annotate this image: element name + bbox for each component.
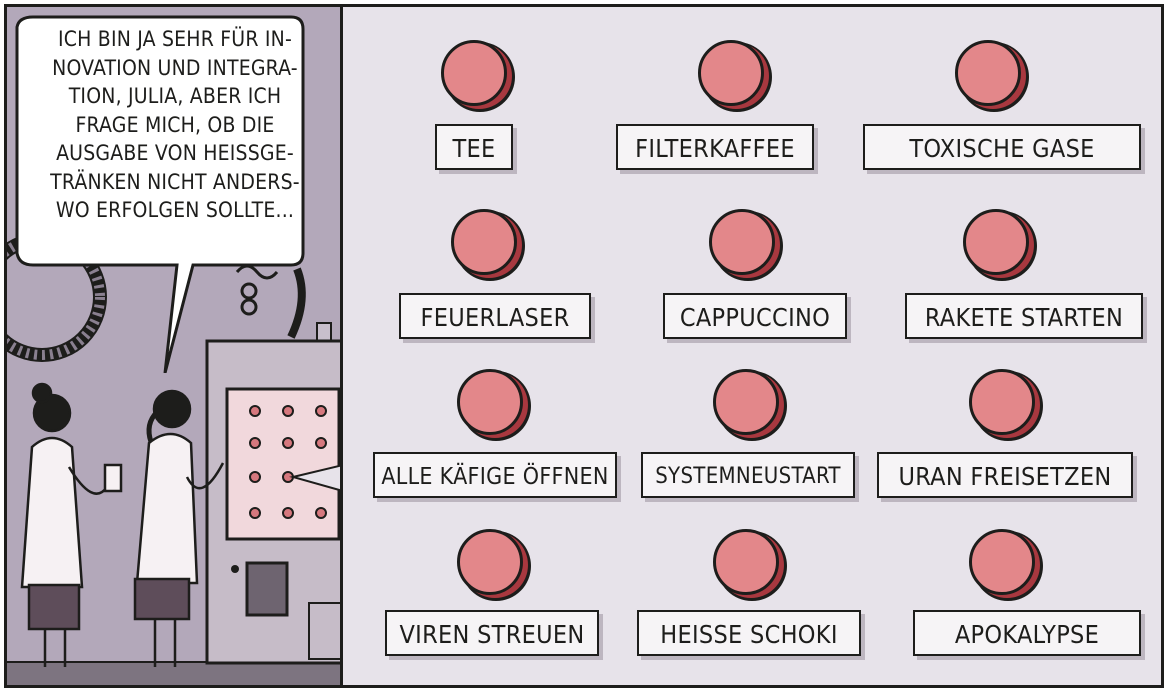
red-button-filterkaffee[interactable] (698, 40, 764, 106)
button-label-apokalypse: APOKALYPSE (913, 610, 1141, 656)
red-button-tee[interactable] (441, 40, 507, 106)
button-label-viren-streuen: VIREN STREUEN (385, 610, 599, 656)
button-label-feuerlaser: FEUERLASER (399, 293, 591, 339)
button-label-heisse-schoki: HEISSE SCHOKI (637, 610, 861, 656)
speech-bubble (15, 15, 305, 373)
red-button-toxische-gase[interactable] (955, 40, 1021, 106)
red-button-heisse-schoki[interactable] (713, 529, 779, 595)
button-label-uran-freisetzen: URAN FREISETZEN (877, 452, 1133, 498)
button-label-tee: TEE (435, 124, 513, 170)
button-label-systemneustart: SYSTEMNEUSTART (641, 452, 855, 498)
lab-illustration (7, 232, 340, 685)
scientist-left (20, 382, 123, 667)
red-button-rakete-starten[interactable] (963, 209, 1029, 275)
button-label-filterkaffee: FILTERKAFFEE (616, 124, 814, 170)
button-label-alle-kaefige-oeffnen: ALLE KÄFIGE ÖFFNEN (373, 452, 617, 498)
scientist-right (133, 389, 225, 667)
red-button-cappuccino[interactable] (709, 209, 775, 275)
button-label-rakete-starten: RAKETE STARTEN (905, 293, 1143, 339)
control-panel: TEE FILTERKAFFEE TOXISCHE GASE FEUERLASE… (343, 7, 1161, 685)
red-button-systemneustart[interactable] (713, 369, 779, 435)
red-button-apokalypse[interactable] (969, 529, 1035, 595)
red-button-feuerlaser[interactable] (451, 209, 517, 275)
button-label-toxische-gase: TOXISCHE GASE (863, 124, 1141, 170)
speech-bubble-text: ICH BIN JA SEHR FÜR IN- NOVATION UND INT… (50, 27, 300, 222)
red-button-alle-kaefige-oeffnen[interactable] (457, 369, 523, 435)
lab-scene: ICH BIN JA SEHR FÜR IN- NOVATION UND INT… (7, 7, 343, 685)
red-button-uran-freisetzen[interactable] (969, 369, 1035, 435)
red-button-viren-streuen[interactable] (457, 529, 523, 595)
button-label-cappuccino: CAPPUCCINO (663, 293, 847, 339)
comic-frame: ICH BIN JA SEHR FÜR IN- NOVATION UND INT… (4, 4, 1164, 688)
